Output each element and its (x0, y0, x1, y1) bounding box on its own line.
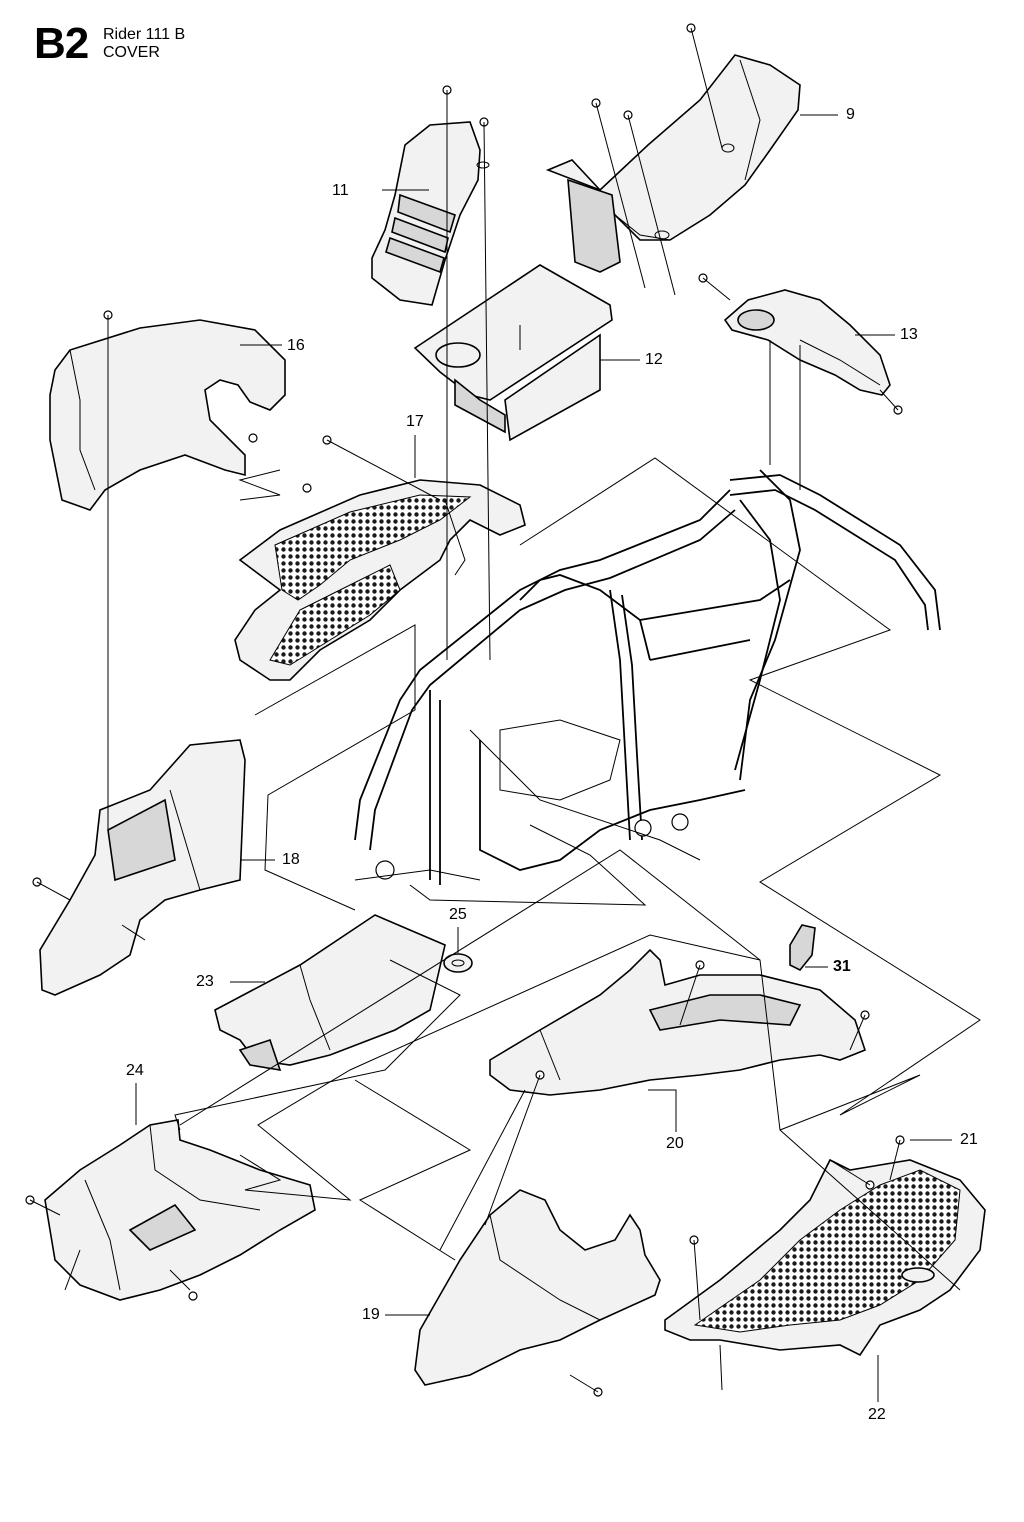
callout-17: 17 (406, 413, 424, 430)
callout-18: 18 (282, 851, 300, 868)
callout-11: 11 (332, 182, 349, 199)
callout-24: 24 (126, 1062, 144, 1079)
assembly-guide-lines (29, 27, 981, 1393)
part-22-right-footboard (664, 1158, 986, 1357)
screws (25, 23, 905, 1397)
screw-icon (188, 1291, 198, 1301)
part-13-tank-cover (723, 289, 891, 396)
part-25-clip (443, 953, 473, 973)
part-18-left-side-panel (39, 739, 246, 996)
chassis-frame (354, 469, 941, 885)
part-9-top-cover (545, 54, 801, 273)
part-17-left-footboard (234, 479, 526, 681)
callout-20: 20 (666, 1135, 684, 1152)
callout-9: 9 (846, 106, 855, 123)
part-31-knob (789, 924, 816, 972)
part-16-rear-fender (49, 319, 286, 511)
part-20-rear-body (489, 948, 866, 1096)
callout-21: 21 (960, 1131, 978, 1148)
callout-31: 31 (833, 958, 851, 975)
screw-icon (302, 483, 312, 493)
part-23-tunnel-cover (214, 914, 446, 1072)
callout-25: 25 (449, 906, 467, 923)
part-19-right-side-panel (414, 1189, 661, 1386)
part-24-front-cover (44, 1119, 316, 1301)
callout-leaders (135, 114, 952, 1402)
callout-12: 12 (645, 351, 663, 368)
part-12-storage-box (413, 264, 613, 442)
callout-19: 19 (362, 1306, 380, 1323)
diagram-code: B2 (34, 19, 89, 68)
callout-23: 23 (196, 973, 214, 990)
callout-13: 13 (900, 326, 918, 343)
section-name: COVER (103, 44, 160, 61)
callout-16: 16 (287, 337, 305, 354)
callout-22: 22 (868, 1406, 886, 1423)
part-11-dash-cover (371, 121, 490, 306)
screw-icon (248, 433, 258, 443)
model-name: Rider 111 B (103, 26, 186, 43)
